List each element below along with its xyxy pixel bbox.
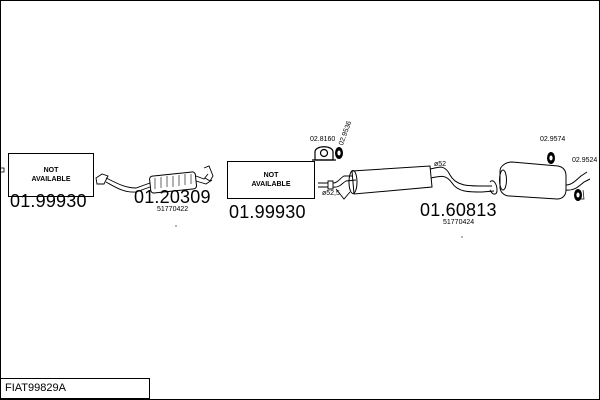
not-available-line2: AVAILABLE — [251, 181, 291, 188]
diameter-label: ø52,5 — [322, 190, 340, 197]
center-silencer — [348, 165, 498, 195]
dot-mark — [461, 236, 463, 238]
part-code: 01.99930 — [10, 191, 87, 211]
oem-number: 51770422 — [157, 206, 189, 213]
part-code: 01.99930 — [229, 202, 306, 222]
edge-marker — [0, 167, 5, 173]
not-available-box: NOT AVAILABLE — [8, 153, 94, 197]
part-code: 01.60813 — [420, 200, 497, 220]
hardware-label: 02.8160 — [310, 136, 336, 143]
diagram-title: FIAT99829A — [0, 378, 150, 399]
connector-pipe — [318, 175, 357, 200]
not-available-line2: AVAILABLE — [31, 176, 71, 183]
part-code: 01.20309 — [134, 187, 211, 207]
not-available-line1: NOT — [43, 167, 59, 174]
dot-mark — [175, 225, 177, 227]
not-available-line1: NOT — [263, 172, 279, 179]
front-pipe — [95, 165, 214, 194]
oem-number: 51770424 — [443, 219, 475, 226]
rubber-mount-icon — [335, 147, 343, 159]
mounting-bracket-icon — [312, 146, 336, 161]
hardware-label: 02.9574 — [540, 136, 566, 143]
not-available-box: NOT AVAILABLE — [227, 161, 315, 199]
rubber-mount-icon — [547, 152, 555, 164]
hardware-label: 02.9524 — [572, 157, 598, 164]
diameter-label: ø52 — [434, 161, 447, 168]
rubber-mount-icon — [574, 189, 582, 201]
